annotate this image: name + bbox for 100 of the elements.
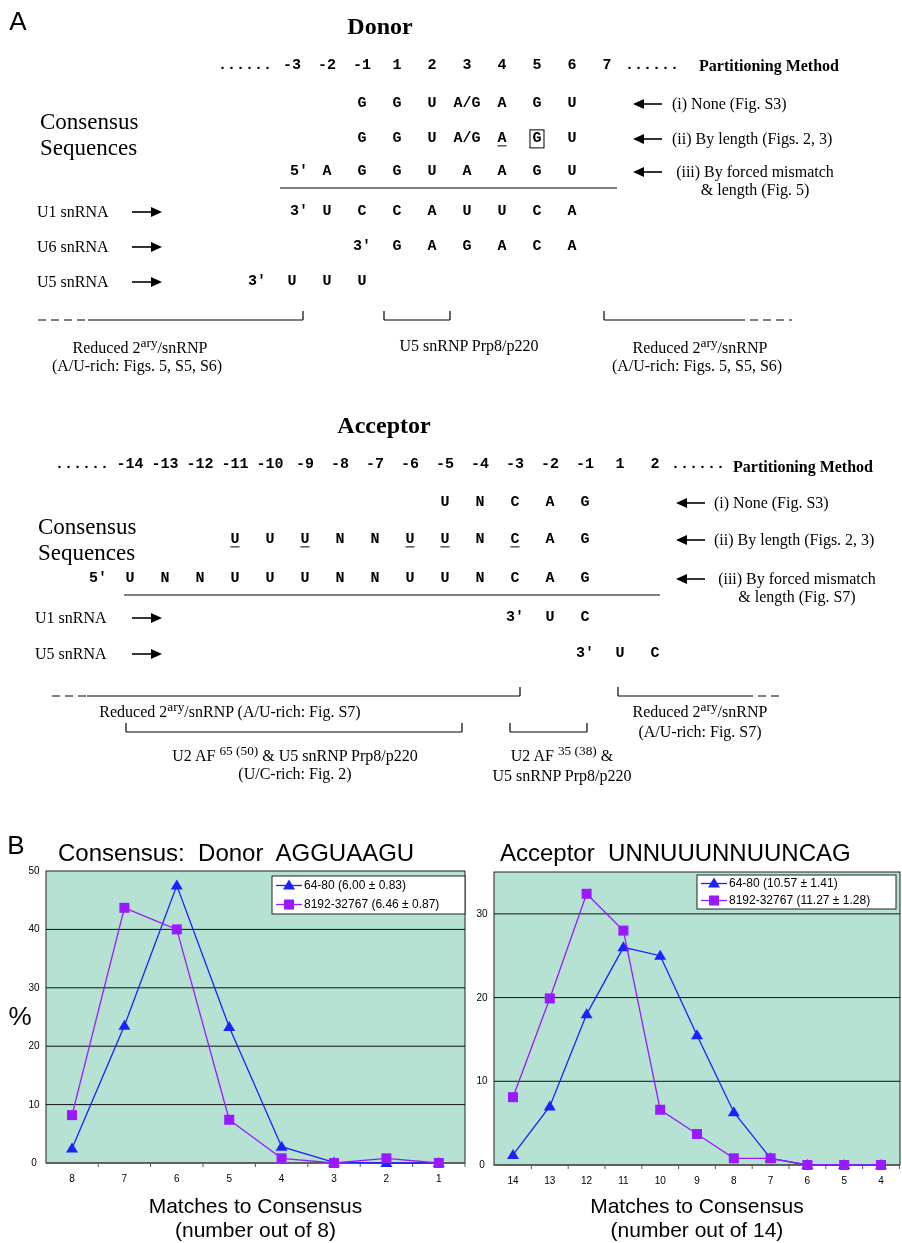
nucleotide-letter: G [392,95,402,113]
nucleotide-letter: U [497,203,507,221]
position-number: -6 [401,456,419,474]
point [655,1104,666,1115]
panel-label: A [9,7,27,37]
method-label: (ii) By length (Figs. 2, 3) [672,129,833,149]
nucleotide-letter: N [335,570,345,588]
nucleotide-letter: C [650,645,660,663]
annotation-text: U2 AF $^{65 (50)}$ & U5 snRNP Prp8/p220 [172,742,418,766]
column-heading: Partitioning Method [733,457,873,477]
annotation-text: (U/C-rich: Fig. 2) [238,764,352,784]
point [119,902,130,913]
nucleotide-letter: A [427,238,437,256]
nucleotide-letter: N [195,570,205,588]
strand-end-label: 5′ [290,163,308,181]
position-number: 3 [462,57,472,75]
point [67,1110,77,1121]
section-title: Donor [347,13,413,41]
method-label: (ii) By length (Figs. 2, 3) [714,530,875,550]
position-number: -11 [221,456,249,474]
legend-text: 8192-32767 (11.27 ± 1.28) [729,893,871,908]
strand-end-label: 3′ [506,609,524,627]
axis-title: Matches to Consensus (number out of 14) [589,1193,805,1243]
point [692,1129,702,1140]
nucleotide-letter: N [475,494,485,512]
nucleotide-letter: A [427,203,437,221]
axis-tick-label: 30 [476,908,488,920]
nucleotide-letter: G [392,238,402,256]
row-label: U5 snRNA [37,272,109,292]
position-number: -9 [296,456,314,474]
annotation-text: U2 AF $^{35 (38)}$ & [510,742,614,766]
point [224,1114,235,1125]
nucleotide-letter: A [545,494,555,512]
nucleotide-letter: A [462,163,472,181]
annotation-text: Reduced 2$^{ary}$/snRNP [632,698,768,722]
point [276,1153,287,1164]
position-number: 1 [615,456,625,474]
nucleotide-letter: N [475,531,485,549]
axis-tick-label: 5 [841,1175,847,1187]
axis-tick-label: 7 [767,1175,774,1187]
panel-label: B [7,831,25,861]
nucleotide-letter: C [392,203,402,221]
point [170,879,183,890]
axis-tick-label: 1 [436,1173,442,1185]
nucleotide-letter: U [322,273,332,291]
nucleotide-letter: U [427,95,437,113]
position-number: -4 [471,456,489,474]
nucleotide-letter: A [567,203,577,221]
nucleotide-letter: A [545,531,555,549]
nucleotide-letter: G [357,163,367,181]
nucleotide-letter: G [357,130,367,148]
nucleotide-letter: C [357,203,367,221]
nucleotide-letter: N [475,570,485,588]
nucleotide-letter: C [580,609,590,627]
axis-tick-label: 4 [878,1175,884,1187]
nucleotide-letter: U [615,645,625,663]
chart-title: Acceptor UNNUUUNNUUNCAG [500,839,851,867]
position-number: -3 [283,57,301,75]
axis-tick-label: 6 [174,1173,180,1185]
nucleotide-letter: U [265,531,275,549]
ellipsis-mark: ...... [625,57,679,75]
nucleotide-letter: U [300,531,310,549]
strand-end-label: 3′ [576,645,594,663]
row-label: U6 snRNA [37,237,109,257]
nucleotide-letter: U [357,273,367,291]
nucleotide-letter: G [357,95,367,113]
point [581,888,592,899]
nucleotide-letter: A [567,238,577,256]
nucleotide-letter: U [440,494,450,512]
axis-tick-label: 14 [507,1175,519,1187]
position-number: -7 [366,456,384,474]
axis-tick-label: 3 [331,1173,337,1185]
axis-tick-label: 12 [581,1175,593,1187]
point [275,1140,288,1151]
nucleotide-letter: C [510,494,520,512]
nucleotide-letter: N [370,531,380,549]
point [580,1008,593,1019]
nucleotide-letter: N [370,570,380,588]
point [508,1092,518,1103]
nucleotide-letter: U [287,273,297,291]
axis-tick-label: 5 [226,1173,232,1185]
position-number: -1 [353,57,371,75]
position-number: -2 [318,57,336,75]
annotation-text: Reduced 2$^{ary}$/snRNP [632,334,768,358]
axis-tick-label: 8 [731,1175,737,1187]
nucleotide-letter: A [497,95,507,113]
annotation-text: (A/U-rich: Figs. 5, S5, S6) [611,356,783,376]
row-label: U1 snRNA [35,608,107,628]
nucleotide-letter: U [567,130,577,148]
point [691,1029,703,1040]
axis-tick-label: 40 [28,923,40,936]
nucleotide-letter: A [497,130,507,148]
position-number: 2 [650,456,660,474]
axis-tick-label: 20 [28,1040,40,1052]
axis-title: Matches to Consensus (number out of 8) [147,1193,364,1243]
strand-end-label: 5′ [89,570,107,588]
nucleotide-letter: U [125,570,135,588]
nucleotide-letter: U [405,570,415,588]
axis-tick-label: 6 [804,1175,811,1187]
nucleotide-letter: G [580,531,590,549]
